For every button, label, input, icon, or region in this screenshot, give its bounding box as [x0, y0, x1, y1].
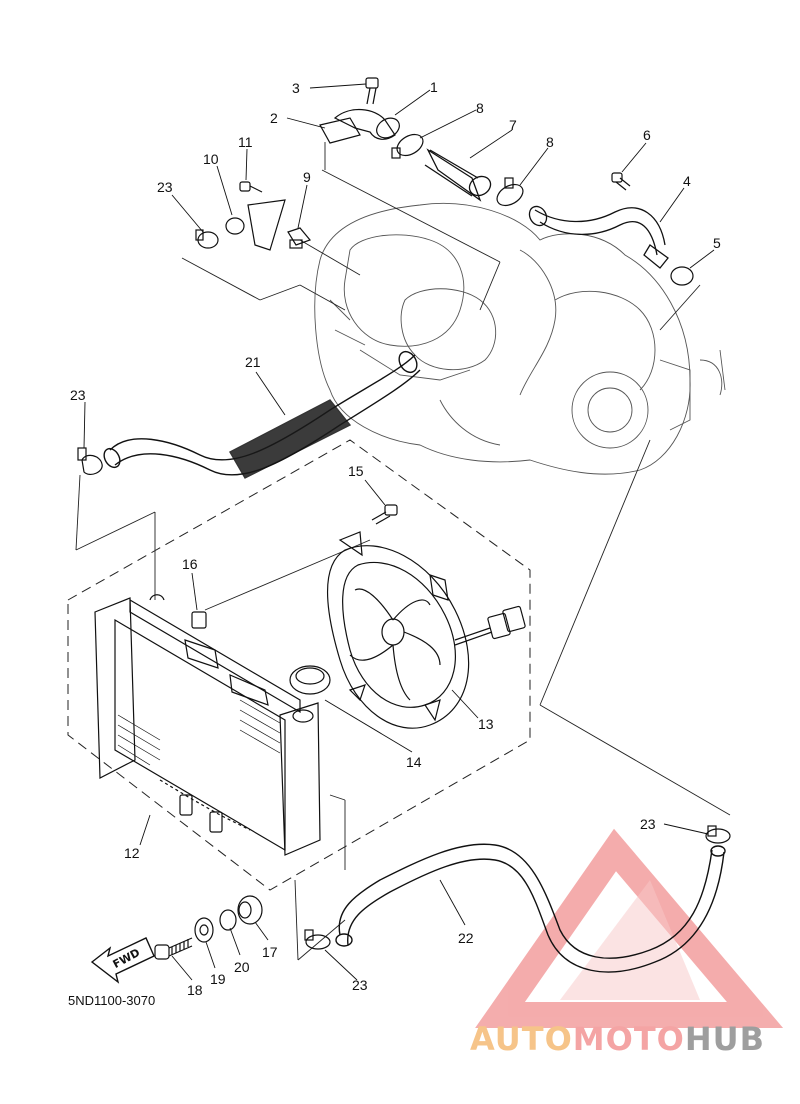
watermark-logo-icon	[475, 828, 784, 1028]
callout-3: 3	[292, 80, 300, 96]
part-23-clamp-lower-left	[304, 929, 331, 950]
part-4-water-pipe	[528, 205, 669, 269]
part-14-radiator-cap	[289, 665, 331, 723]
watermark-auto: AUTO	[470, 1020, 573, 1058]
callout-8-b: 8	[546, 134, 554, 150]
watermark-hub: HUB	[684, 1020, 766, 1058]
callout-20: 20	[234, 959, 250, 975]
part-8-clamp-a	[391, 133, 424, 159]
callout-7: 7	[509, 117, 517, 133]
callout-23-lower: 23	[352, 977, 368, 993]
callout-18: 18	[187, 982, 203, 998]
callout-22: 22	[458, 930, 474, 946]
callout-19: 19	[210, 971, 226, 987]
part-22-hose	[335, 843, 726, 973]
part-12-radiator	[94, 594, 321, 856]
watermark-moto: MOTO	[572, 1020, 685, 1058]
part-20-collar	[219, 909, 237, 931]
callout-15: 15	[348, 463, 364, 479]
part-19-washer	[194, 917, 214, 943]
callout-23-right: 23	[640, 816, 656, 832]
callout-6: 6	[643, 127, 651, 143]
diagram-code: 5ND1100-3070	[68, 993, 156, 1008]
part-6-bolt	[611, 172, 631, 191]
part-2-gasket	[319, 117, 361, 144]
part-1-pipe-fitting	[333, 109, 400, 140]
engine-block-outline	[314, 202, 726, 475]
part-3-bolt	[365, 77, 379, 105]
callout-4: 4	[683, 173, 691, 189]
part-5-o-ring	[670, 266, 694, 286]
part-7-hose-sleeve	[424, 148, 492, 202]
part-11-bolt	[239, 181, 263, 193]
part-18-bolt	[154, 937, 193, 960]
callout-9: 9	[303, 169, 311, 185]
fwd-arrow-icon	[90, 937, 155, 984]
callout-21: 21	[245, 354, 261, 370]
part-17-grommet	[237, 895, 263, 925]
callout-14: 14	[406, 754, 422, 770]
part-9-thermostat	[287, 227, 312, 249]
part-8-clamp-b	[496, 177, 524, 207]
part-23-clamp-upper	[195, 229, 219, 249]
callout-23-upper: 23	[157, 179, 173, 195]
radiator-group-boundary	[67, 439, 531, 891]
callout-5: 5	[713, 235, 721, 251]
callout-8-a: 8	[476, 100, 484, 116]
part-13-fan-assembly	[326, 531, 526, 729]
callout-11: 11	[238, 134, 253, 150]
callout-23-left: 23	[70, 387, 86, 403]
leader-lines	[75, 142, 731, 961]
callout-17: 17	[262, 944, 278, 960]
callout-10: 10	[203, 151, 219, 167]
callout-13: 13	[478, 716, 494, 732]
callout-1: 1	[430, 79, 438, 95]
callout-16: 16	[182, 556, 198, 572]
callout-2: 2	[270, 110, 278, 126]
part-15-bolt	[371, 504, 398, 525]
part-21-hose	[103, 350, 421, 479]
callout-12: 12	[124, 845, 140, 861]
part-10-union	[225, 199, 286, 251]
watermark-brand: AUTOMOTOHUB	[470, 1020, 765, 1058]
part-16-clip	[191, 611, 207, 629]
callout-leaders	[83, 83, 715, 981]
part-23-clamp-lower-right	[705, 825, 731, 844]
part-23-clamp-upper-left	[77, 447, 103, 476]
